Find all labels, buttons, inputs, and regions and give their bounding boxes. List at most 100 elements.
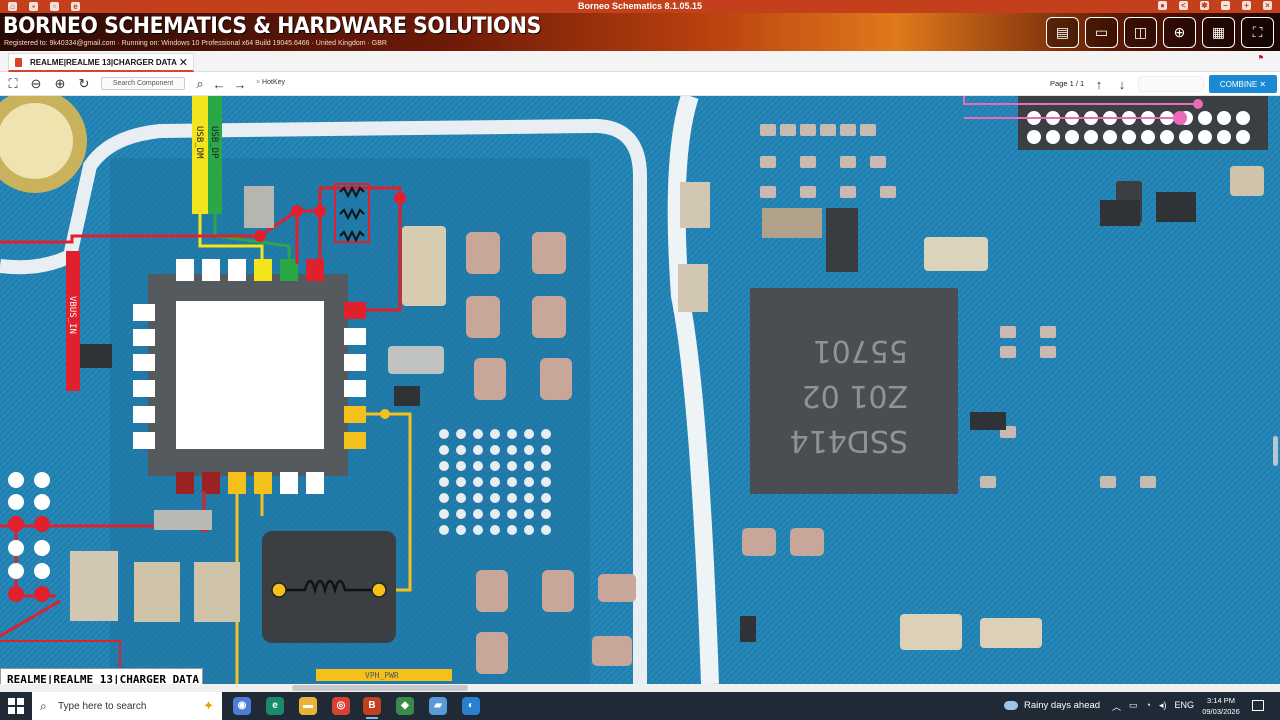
zoom-out-icon[interactable]: ⊖	[30, 76, 42, 91]
smd-resistor	[1000, 346, 1016, 358]
hotkey-toggle[interactable]: × HotKey	[256, 79, 285, 86]
smd-resistor	[760, 186, 776, 198]
settings-icon[interactable]: ✱	[1200, 1, 1209, 10]
maximize-icon[interactable]: +	[1242, 1, 1251, 10]
share-icon[interactable]: <	[1179, 1, 1188, 10]
app-icon-green[interactable]: ◆	[396, 697, 414, 715]
bga-pad	[1217, 111, 1231, 125]
bga-pad	[439, 429, 449, 439]
minimize-icon[interactable]: –	[1221, 1, 1230, 10]
resistor-network	[334, 183, 370, 243]
refresh-icon[interactable]: ↻	[78, 76, 90, 91]
panels-icon[interactable]: ▦	[1202, 17, 1235, 48]
ic-marking-line-2: Z01 02	[802, 378, 908, 413]
fit-screen-icon[interactable]: ⛶	[8, 76, 18, 91]
close-icon[interactable]: ×	[1263, 1, 1272, 10]
fullscreen-icon[interactable]: ⛶	[1241, 17, 1274, 48]
bga-pad	[473, 493, 483, 503]
bga-pad	[541, 509, 551, 519]
back-arrow-icon[interactable]: ←	[212, 76, 226, 92]
hotkey-close-icon: ×	[256, 79, 263, 86]
center-bga-pads	[439, 429, 551, 535]
weather-widget[interactable]: Rainy days ahead	[1004, 700, 1100, 711]
page-down-icon[interactable]: ↓	[1118, 76, 1126, 92]
ssd414-ic[interactable]	[750, 288, 958, 494]
bga-pad	[473, 461, 483, 471]
search-component-input[interactable]: Search Component	[101, 77, 185, 90]
zoom-icon[interactable]: ⊕	[1163, 17, 1196, 48]
smd-resistor	[800, 186, 816, 198]
inductor-pin-1[interactable]	[271, 582, 287, 598]
zoom-in-icon[interactable]: ⊕	[54, 76, 66, 91]
tray-wifi-icon[interactable]: ◔	[1145, 700, 1151, 710]
usb-dm-trace[interactable]	[192, 96, 208, 214]
horizontal-scrollbar[interactable]	[0, 684, 1280, 692]
tray-network-icon[interactable]: ▭	[1129, 700, 1138, 710]
browser-icon[interactable]: e	[71, 2, 80, 11]
title-bar-icons-left: ⌂ ▪ ▫ e	[8, 2, 80, 11]
save-icon[interactable]: ▪	[29, 2, 38, 11]
page-search-input[interactable]	[1138, 76, 1204, 92]
edge-icon[interactable]: e	[266, 697, 284, 715]
smd-resistor	[780, 124, 796, 136]
registration-info: Registered to: 9k40334@gmail.com · Runni…	[4, 40, 387, 47]
clock-date: 09/03/2026	[1202, 707, 1240, 716]
file-explorer-icon[interactable]: ▬	[299, 697, 317, 715]
home-icon[interactable]: ⌂	[8, 2, 17, 11]
bga-pad	[524, 525, 534, 535]
net-label-vbus-in: VBUS_IN	[67, 296, 77, 334]
user-icon[interactable]: ●	[1158, 1, 1167, 10]
folder-icon[interactable]: ▫	[50, 2, 59, 11]
screen-icon[interactable]: ▭	[1085, 17, 1118, 48]
tab-close-icon[interactable]: ✕	[178, 57, 188, 69]
usb-dp-trace[interactable]	[208, 96, 222, 214]
notes-icon[interactable]: ▤	[1046, 17, 1079, 48]
bga-pad	[524, 493, 534, 503]
net-label-vph-pwr: VPH_PWR	[365, 671, 399, 680]
smd-resistor	[980, 476, 996, 488]
windows-start-icon[interactable]	[8, 698, 24, 714]
smd-resistor	[1000, 326, 1016, 338]
tab-charger-data[interactable]: REALME|REALME 13|CHARGER DATA ✕	[8, 53, 194, 72]
banner-buttons: ▤ ▭ ◫ ⊕ ▦ ⛶	[1046, 17, 1274, 48]
page-up-icon[interactable]: ↑	[1095, 76, 1103, 92]
window-controls: ● < ✱ – + ×	[1158, 1, 1272, 10]
vph-pwr-trace[interactable]	[316, 669, 452, 681]
pcb-canvas[interactable]: USB_DM USB_DP VBUS_IN	[0, 96, 1280, 684]
app-icon-blue[interactable]: ▰	[429, 697, 447, 715]
tray-chevron-icon[interactable]: ︿	[1112, 702, 1122, 712]
taskbar-search[interactable]: ⌕ Type here to search ✦	[32, 692, 222, 720]
search-icon: ⌕	[40, 699, 47, 713]
smd-resistor	[840, 186, 856, 198]
inductor-pin-2[interactable]	[371, 582, 387, 598]
bga-pad	[1141, 130, 1155, 144]
clock[interactable]: 3:14 PM 09/03/2026	[1196, 695, 1246, 717]
inductor-body[interactable]	[262, 531, 396, 643]
bga-pad	[507, 461, 517, 471]
vertical-scroll-thumb[interactable]	[1273, 436, 1278, 466]
app-icon-browser[interactable]: ◐	[462, 697, 480, 715]
vbus-in-trace[interactable]	[66, 251, 80, 391]
smd-resistor	[800, 124, 816, 136]
tray-volume-icon[interactable]: ◂)	[1158, 700, 1167, 710]
board-view[interactable]: USB_DM USB_DP VBUS_IN	[0, 96, 1280, 684]
borneo-app-icon[interactable]: B	[363, 697, 381, 719]
bga-pad	[1217, 130, 1231, 144]
bga-pad	[507, 509, 517, 519]
taskview-icon[interactable]: ◉	[233, 697, 251, 715]
forward-arrow-icon[interactable]: →	[233, 76, 247, 92]
combine-button[interactable]: COMBINE ✕	[1209, 75, 1277, 93]
bga-pad	[1198, 130, 1212, 144]
notification-icon[interactable]	[1252, 700, 1264, 711]
bga-pad	[473, 445, 483, 455]
vertical-scrollbar[interactable]	[1271, 96, 1280, 684]
chrome-icon[interactable]: ◎	[332, 697, 350, 715]
horizontal-scroll-thumb[interactable]	[292, 685, 468, 691]
bga-pad	[456, 477, 466, 487]
language-indicator[interactable]: ENG	[1174, 700, 1194, 710]
search-highlight-icon: ✦	[203, 698, 214, 713]
devices-icon[interactable]: ◫	[1124, 17, 1157, 48]
title-bar: ⌂ ▪ ▫ e Borneo Schematics 8.1.05.15 ● < …	[0, 0, 1280, 13]
pink-trace	[963, 96, 1200, 119]
search-icon[interactable]: ⌕	[196, 76, 204, 91]
